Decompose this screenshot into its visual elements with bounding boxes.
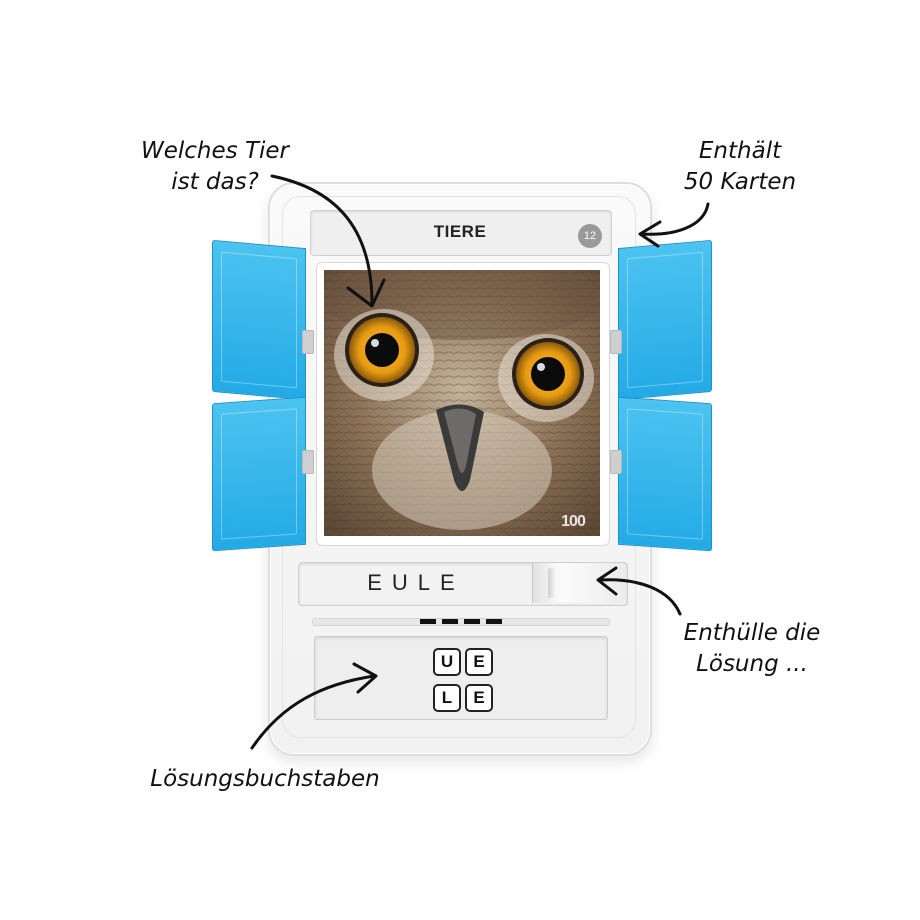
answer-word: EULE: [367, 570, 465, 595]
arrow-icon: [638, 220, 662, 248]
progress-strip: [312, 618, 610, 626]
callout-letters: Lösungsbuchstaben: [150, 766, 380, 792]
owl-photo: [324, 270, 600, 536]
arrow-icon: [250, 674, 376, 750]
strip-segment: [420, 619, 436, 624]
callout-reveal-line2: Lösung ...: [696, 651, 808, 677]
callout-contains-line1: Enthält: [698, 138, 782, 164]
callout-reveal-line1: Enthülle die: [683, 620, 821, 646]
arrow-icon: [598, 578, 682, 616]
arrow-icon: [640, 202, 710, 236]
hinge-icon: [302, 330, 314, 354]
arrow-icon: [352, 662, 378, 694]
hinge-icon: [610, 330, 622, 354]
hinge-icon: [302, 450, 314, 474]
callout-contains: Enthält 50 Karten: [660, 136, 820, 198]
strip-segment: [486, 619, 502, 624]
letter-tile[interactable]: E: [465, 684, 493, 712]
slider-grip-icon[interactable]: [548, 568, 556, 598]
callout-question: Welches Tier ist das?: [130, 136, 300, 198]
letter-tile[interactable]: E: [465, 648, 493, 676]
callout-question-line1: Welches Tier: [141, 138, 289, 164]
category-label: TIERE: [433, 222, 487, 241]
arrow-icon: [596, 566, 618, 596]
letter-tile[interactable]: U: [433, 648, 461, 676]
strip-segment: [442, 619, 458, 624]
callout-question-line2: ist das?: [171, 169, 259, 195]
category-bar: [310, 210, 612, 256]
photo-logo: 100: [561, 513, 586, 530]
arrow-icon: [346, 278, 386, 308]
reveal-slider[interactable]: [532, 563, 625, 603]
hinge-icon: [610, 450, 622, 474]
card-number-badge: 12: [578, 224, 602, 248]
callout-contains-line2: 50 Karten: [683, 169, 797, 195]
letter-tile[interactable]: L: [433, 684, 461, 712]
callout-reveal: Enthülle die Lösung ...: [652, 618, 852, 680]
arrow-icon: [270, 174, 374, 306]
strip-segment: [464, 619, 480, 624]
